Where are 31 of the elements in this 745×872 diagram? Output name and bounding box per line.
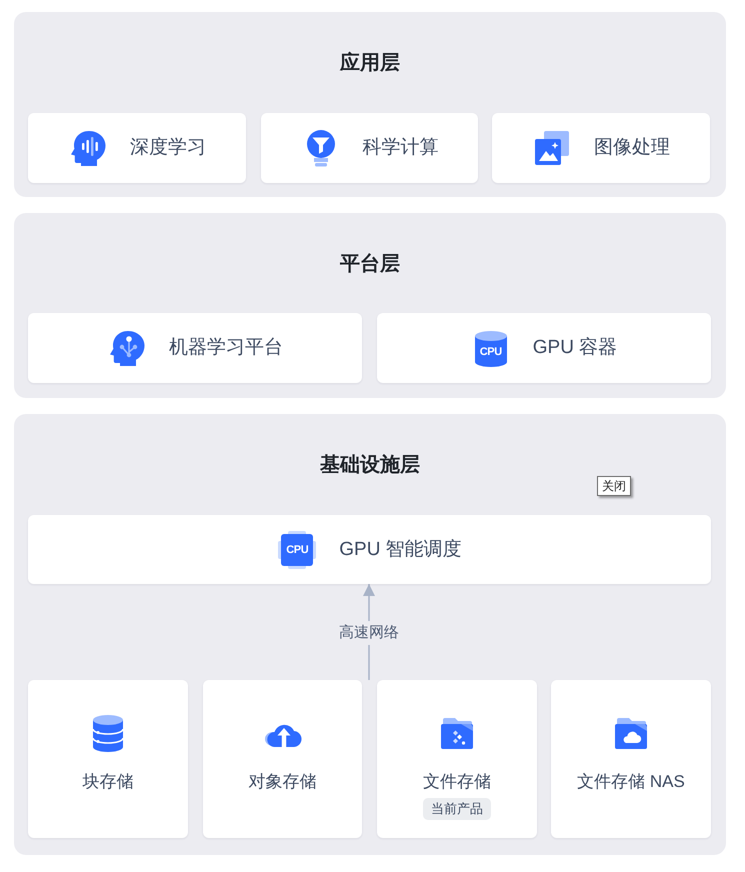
icon-text: CPU [480, 346, 502, 358]
service-card [28, 680, 188, 838]
card-label: 块存储 [82, 771, 134, 793]
service-card [28, 515, 711, 584]
service-card [492, 113, 710, 183]
card-label: 机器学习平台 [169, 336, 283, 360]
icon-text: CPU [286, 544, 308, 556]
card-label: 对象存储 [248, 771, 316, 793]
card-label: 文件存储 NAS [577, 771, 685, 793]
service-card [261, 113, 478, 183]
layer-panel [14, 414, 726, 855]
card-label: GPU 容器 [532, 336, 618, 360]
card-label: 深度学习 [130, 136, 206, 160]
card-label: 科学计算 [362, 136, 438, 160]
status-tag: 当前产品 [423, 798, 491, 820]
service-card [551, 680, 711, 838]
service-card [28, 313, 362, 383]
card-label: GPU 智能调度 [339, 538, 462, 562]
card-label: 文件存储 [423, 771, 491, 793]
tooltip: 关闭 [597, 476, 631, 496]
layer-title: 基础设施层 [320, 453, 420, 478]
arrow [363, 584, 375, 680]
layer-title: 平台层 [340, 252, 400, 277]
service-card [377, 313, 711, 383]
service-card [203, 680, 362, 838]
service-card [28, 113, 246, 183]
card-label: 图像处理 [594, 136, 670, 160]
layer-panel [14, 12, 726, 197]
layer-title: 应用层 [340, 50, 400, 76]
layer-panel [14, 213, 726, 398]
service-card [377, 680, 537, 838]
